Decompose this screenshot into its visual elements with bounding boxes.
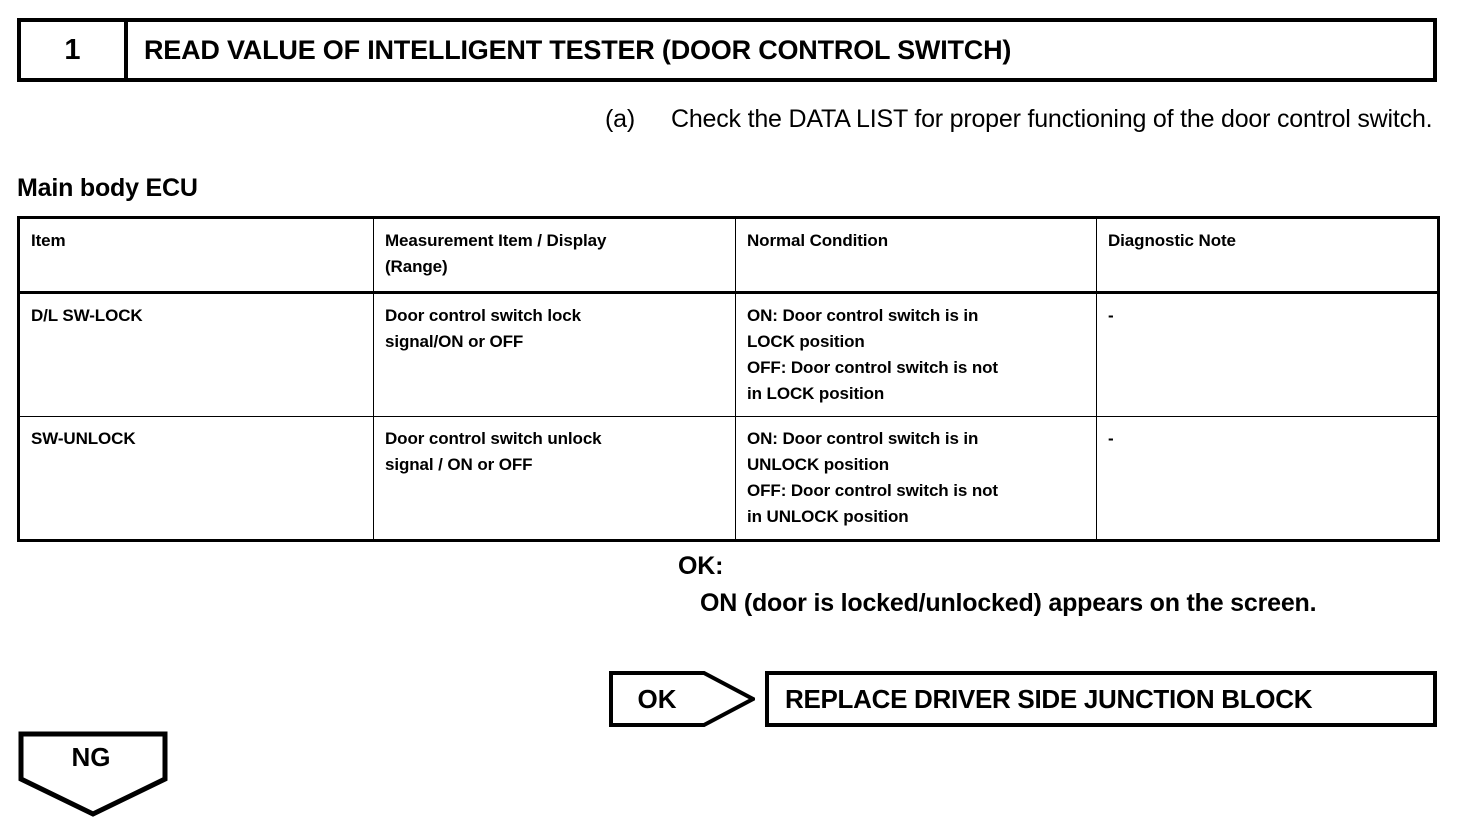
- cell-measurement-line: Door control switch lock: [385, 306, 581, 325]
- column-header-item: Item: [17, 216, 374, 293]
- cell-normal-condition-line: LOCK position: [747, 332, 865, 351]
- cell-normal-condition-line: in UNLOCK position: [747, 507, 909, 526]
- column-header-normal-condition: Normal Condition: [735, 216, 1097, 293]
- cell-normal-condition-line: ON: Door control switch is in: [747, 306, 979, 325]
- column-header-diagnostic-note: Diagnostic Note: [1096, 216, 1440, 293]
- chevron-down-icon: [18, 731, 168, 817]
- cell-measurement-line: Door control switch unlock: [385, 429, 602, 448]
- ng-branch-shape: NG: [18, 731, 168, 817]
- cell-diagnostic-note: -: [1096, 416, 1440, 542]
- cell-measurement: Door control switch unlock signal / ON o…: [373, 416, 736, 542]
- instruction-marker: (a): [605, 105, 635, 133]
- step-title: READ VALUE OF INTELLIGENT TESTER (DOOR C…: [144, 34, 1012, 65]
- ok-branch-label: OK: [637, 683, 677, 714]
- section-caption: Main body ECU: [17, 174, 198, 202]
- ok-branch-chevron: OK: [609, 671, 755, 727]
- table-row: D/L SW-LOCK Door control switch lock sig…: [17, 291, 1440, 417]
- instruction-block: (a) Check the DATA LIST for proper funct…: [605, 101, 1440, 138]
- step-number: 1: [21, 22, 128, 78]
- cell-normal-condition-line: in LOCK position: [747, 384, 885, 403]
- cell-measurement-line: signal/ON or OFF: [385, 332, 524, 351]
- ng-branch-label: NG: [71, 741, 111, 772]
- chevron-right-icon: [609, 671, 755, 727]
- cell-item: SW-UNLOCK: [17, 416, 374, 542]
- ok-result-label: OK:: [678, 552, 724, 580]
- ok-action-box: REPLACE DRIVER SIDE JUNCTION BLOCK: [765, 671, 1437, 727]
- cell-normal-condition: ON: Door control switch is in UNLOCK pos…: [735, 416, 1097, 542]
- table-row: SW-UNLOCK Door control switch unlock sig…: [17, 416, 1440, 542]
- cell-normal-condition-line: UNLOCK position: [747, 455, 890, 474]
- cell-measurement: Door control switch lock signal/ON or OF…: [373, 291, 736, 417]
- column-header-measurement-line2: (Range): [385, 257, 448, 276]
- data-list-table: Item Measurement Item / Display (Range) …: [17, 216, 1440, 542]
- ok-result-text: ON (door is locked/unlocked) appears on …: [700, 589, 1317, 617]
- instruction-text: Check the DATA LIST for proper functioni…: [671, 105, 1433, 133]
- cell-normal-condition-line: ON: Door control switch is in: [747, 429, 979, 448]
- step-header: 1 READ VALUE OF INTELLIGENT TESTER (DOOR…: [17, 18, 1437, 82]
- ok-result-block: OK: ON (door is locked/unlocked) appears…: [678, 548, 1400, 622]
- cell-normal-condition-line: OFF: Door control switch is not: [747, 358, 998, 377]
- column-header-measurement: Measurement Item / Display (Range): [373, 216, 736, 293]
- cell-measurement-line: signal / ON or OFF: [385, 455, 533, 474]
- cell-item: D/L SW-LOCK: [17, 291, 374, 417]
- table-header-row: Item Measurement Item / Display (Range) …: [17, 216, 1440, 293]
- cell-normal-condition: ON: Door control switch is in LOCK posit…: [735, 291, 1097, 417]
- cell-diagnostic-note: -: [1096, 291, 1440, 417]
- column-header-measurement-line1: Measurement Item / Display: [385, 231, 607, 250]
- cell-normal-condition-line: OFF: Door control switch is not: [747, 481, 998, 500]
